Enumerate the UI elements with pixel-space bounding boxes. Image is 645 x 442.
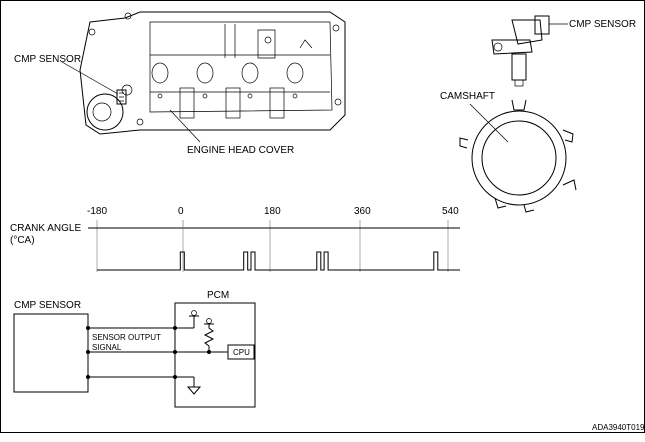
cpu-box — [227, 344, 255, 360]
terminal-dot — [86, 326, 90, 330]
terminal-dot — [86, 375, 90, 379]
cmp-sensor-on-engine — [116, 84, 133, 105]
cmp-sensor-box-label: CMP SENSOR — [14, 300, 81, 311]
leader-engine-head-cover — [169, 109, 201, 143]
pcm-box — [174, 302, 256, 408]
cmp-sensor-box — [13, 313, 89, 393]
crank-angle-unit-label: (°CA) — [10, 235, 35, 246]
ground-symbol — [186, 377, 202, 395]
pcm-label: PCM — [207, 290, 229, 301]
crank-angle-label: CRANK ANGLE — [10, 223, 81, 234]
power-supply-symbol — [189, 310, 199, 328]
cmp-signal-trace — [97, 251, 460, 271]
cmp-sensor-part-label: CMP SENSOR — [569, 19, 636, 30]
terminal-dot — [173, 326, 177, 330]
cmp-sensor-part-drawing — [491, 15, 550, 87]
terminal-dot — [173, 375, 177, 379]
leader-camshaft — [469, 103, 509, 143]
sensor-signal-label: SIGNAL — [92, 343, 122, 352]
crank-tick-label: 180 — [264, 206, 281, 217]
engine-head-cover-drawing — [79, 11, 346, 135]
crank-tick-label: 540 — [442, 206, 459, 217]
sensor-output-label: SENSOR OUTPUT — [92, 333, 161, 342]
cmp-sensor-engine-label: CMP SENSOR — [14, 54, 81, 65]
figure-code: ADA3940T019 — [592, 423, 645, 432]
crank-tick-label: -180 — [87, 206, 107, 217]
terminal-dot — [173, 350, 177, 354]
engine-head-cover-label: ENGINE HEAD COVER — [187, 145, 294, 156]
cpu-label: CPU — [233, 348, 250, 357]
leader-cmp-sensor-engine — [61, 61, 119, 95]
cmp-signal-waveform — [97, 251, 460, 271]
pull-up-resistor — [203, 318, 215, 354]
crank-tick-label: 0 — [178, 206, 184, 217]
camshaft-label: CAMSHAFT — [440, 91, 495, 102]
camshaft-drawing — [459, 99, 577, 213]
crank-tick-label: 360 — [354, 206, 371, 217]
terminal-dot — [86, 350, 90, 354]
